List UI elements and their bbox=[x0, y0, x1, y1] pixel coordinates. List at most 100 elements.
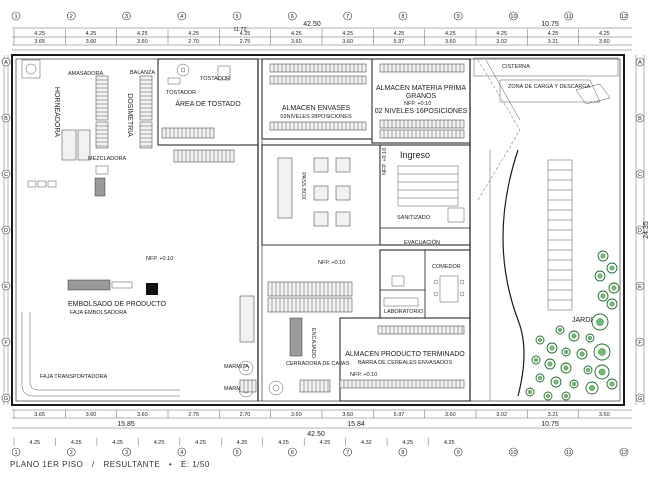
ingreso-zone: Ingreso SANITIZADO EVACUACIÓN NFP. +0.10 bbox=[382, 148, 465, 246]
dim-top-module: 4.25 bbox=[188, 31, 199, 37]
axis-bubble-bottom: 2 bbox=[70, 450, 73, 456]
rack bbox=[379, 129, 465, 139]
dim-bottom-module: 4.25 bbox=[402, 440, 413, 446]
label-alm-mp: ALMACEN MATERIA PRIMA bbox=[376, 85, 466, 92]
axis-bubble-left: B bbox=[4, 116, 8, 122]
pass-box-zone: PASS BOX bbox=[262, 157, 380, 246]
dim-top-module: 4.25 bbox=[342, 31, 353, 37]
axis-bubble-right: F bbox=[638, 340, 642, 346]
embolsado-zone: EMBOLSADO DE PRODUCTO FAJA EMBOLSADORA F… bbox=[21, 279, 180, 397]
dim-bottom-sub: 3.60 bbox=[342, 412, 353, 418]
label-faja-embolsadora: FAJA EMBOLSADORA bbox=[70, 310, 127, 316]
label-nfp-4: NFP. +0.10 bbox=[318, 260, 345, 266]
axis-bubble-bottom: 8 bbox=[401, 450, 404, 456]
axis-bubble-bottom: 9 bbox=[457, 450, 460, 456]
label-tostador-1: TOSTADOR bbox=[166, 90, 196, 96]
dim-top-sub: 5.97 bbox=[394, 39, 405, 45]
rack bbox=[161, 127, 215, 139]
plan-bullet: • bbox=[168, 460, 173, 469]
rack bbox=[139, 121, 153, 149]
mezcladora-zone: MEZCLADORA bbox=[27, 156, 127, 197]
rack bbox=[267, 297, 353, 313]
dim-top-sub: 3.02 bbox=[496, 39, 507, 45]
dim-top-sub: 2.75 bbox=[240, 39, 251, 45]
label-cisterna: CISTERNA bbox=[502, 64, 530, 70]
dim-bottom-module: 4.25 bbox=[71, 440, 82, 446]
level-marks: NFP. +0.10 NFP. +0.10 NFP. +0.10 bbox=[146, 101, 431, 266]
dim-top-module: 4.25 bbox=[240, 31, 251, 37]
dim-bottom-mid: 15.84 bbox=[347, 421, 365, 428]
dim-bottom-module: 4.25 bbox=[444, 440, 455, 446]
label-cerradora: CERRADORA DE CAJAS bbox=[286, 361, 350, 367]
label-alm-pt: ALMACEN PRODUCTO TERMINADO bbox=[345, 351, 465, 358]
building-walls bbox=[11, 54, 625, 406]
dim-top-module: 4.25 bbox=[291, 31, 302, 37]
dim-top-module: 4.25 bbox=[599, 31, 610, 37]
dim-top-sub: 3.60 bbox=[291, 39, 302, 45]
plan-title: PLANO 1ER PISO bbox=[10, 460, 84, 469]
label-tostador-2: TOSTADOR bbox=[200, 76, 230, 82]
dim-bottom-sub: 3.60 bbox=[86, 412, 97, 418]
dim-bottom-module: 4.25 bbox=[112, 440, 123, 446]
embolsadora-machine bbox=[67, 279, 111, 291]
label-alm-envases-sub: 03NIVELES 28POSICIONES bbox=[280, 114, 352, 120]
tostado-zone: TOSTADOR TOSTADOR ÁREA DE TOSTADO bbox=[166, 63, 241, 108]
axis-bubble-top: 6 bbox=[291, 14, 294, 20]
dim-bottom-sub: 2.75 bbox=[188, 412, 199, 418]
axis-bubble-top: 12 bbox=[621, 14, 627, 20]
axis-bubble-left: G bbox=[4, 396, 8, 402]
axis-bubble-right: D bbox=[638, 228, 642, 234]
dim-top-module: 4.25 bbox=[548, 31, 559, 37]
dim-top-module: 4.25 bbox=[137, 31, 148, 37]
dim-top-sub: 3.60 bbox=[86, 39, 97, 45]
label-faja-transportadora: FAJA TRANSPORTADORA bbox=[40, 374, 108, 380]
label-mezcladora: MEZCLADORA bbox=[88, 156, 127, 162]
axis-bubble-bottom: 12 bbox=[621, 450, 627, 456]
rack bbox=[173, 149, 235, 163]
dim-overall-top: 42.50 bbox=[303, 21, 321, 28]
label-patio-carga: ZONA DE CARGA Y DESCARGA bbox=[508, 84, 591, 90]
rack bbox=[139, 75, 153, 121]
dim-bottom-sub: 3.21 bbox=[548, 412, 559, 418]
axis-bubble-top: 9 bbox=[457, 14, 460, 20]
dim-bottom-module: 4.25 bbox=[195, 440, 206, 446]
label-jardin: JARDIN bbox=[572, 317, 597, 324]
axis-bubble-top: 5 bbox=[236, 14, 239, 20]
dim-bottom-module: 4.25 bbox=[278, 440, 289, 446]
dim-bottom-sub: 3.02 bbox=[496, 412, 507, 418]
dim-bottom-sub: 3.60 bbox=[291, 412, 302, 418]
rack bbox=[95, 121, 109, 149]
plan-title-separator: / bbox=[91, 460, 95, 469]
garden-trees bbox=[525, 250, 620, 401]
axis-bubble-top: 2 bbox=[70, 14, 73, 20]
label-alm-envases: ALMACEN ENVASES bbox=[282, 105, 351, 112]
axis-bubble-bottom: 10 bbox=[510, 450, 516, 456]
label-amasadora: AMASADORA bbox=[68, 71, 103, 77]
marmita-zone: MARMITA MARMITA ENCAJADO CERRADORA DE CA… bbox=[224, 295, 350, 398]
rack bbox=[95, 75, 109, 121]
rack bbox=[377, 325, 465, 335]
axis-bubble-left: A bbox=[4, 60, 8, 66]
axis-bubble-bottom: 7 bbox=[346, 450, 349, 456]
axis-bubble-left: F bbox=[4, 340, 8, 346]
dim-top-sub: 3.60 bbox=[137, 39, 148, 45]
axis-bubble-right: E bbox=[638, 284, 642, 290]
axis-bubble-left: C bbox=[4, 172, 8, 178]
encajado-machine bbox=[289, 317, 303, 357]
rack bbox=[299, 379, 331, 393]
dim-bottom-sub: 3.65 bbox=[34, 412, 45, 418]
dim-top-module: 4.25 bbox=[34, 31, 45, 37]
dim-overall-top-right: 10.75 bbox=[541, 21, 559, 28]
label-laboratorio: LABORATORIO bbox=[384, 309, 424, 315]
dim-top-module: 4.25 bbox=[445, 31, 456, 37]
axis-bubble-bottom: 1 bbox=[14, 450, 17, 456]
rack bbox=[379, 119, 465, 129]
label-nfp-3: NFP. +0.10 bbox=[146, 256, 173, 262]
label-comedor: COMEDOR bbox=[432, 264, 461, 270]
dim-bottom-right: 10.75 bbox=[541, 421, 559, 428]
plan-title-block: PLANO 1ER PISO / RESULTANTE • E: 1/50 bbox=[10, 460, 216, 469]
